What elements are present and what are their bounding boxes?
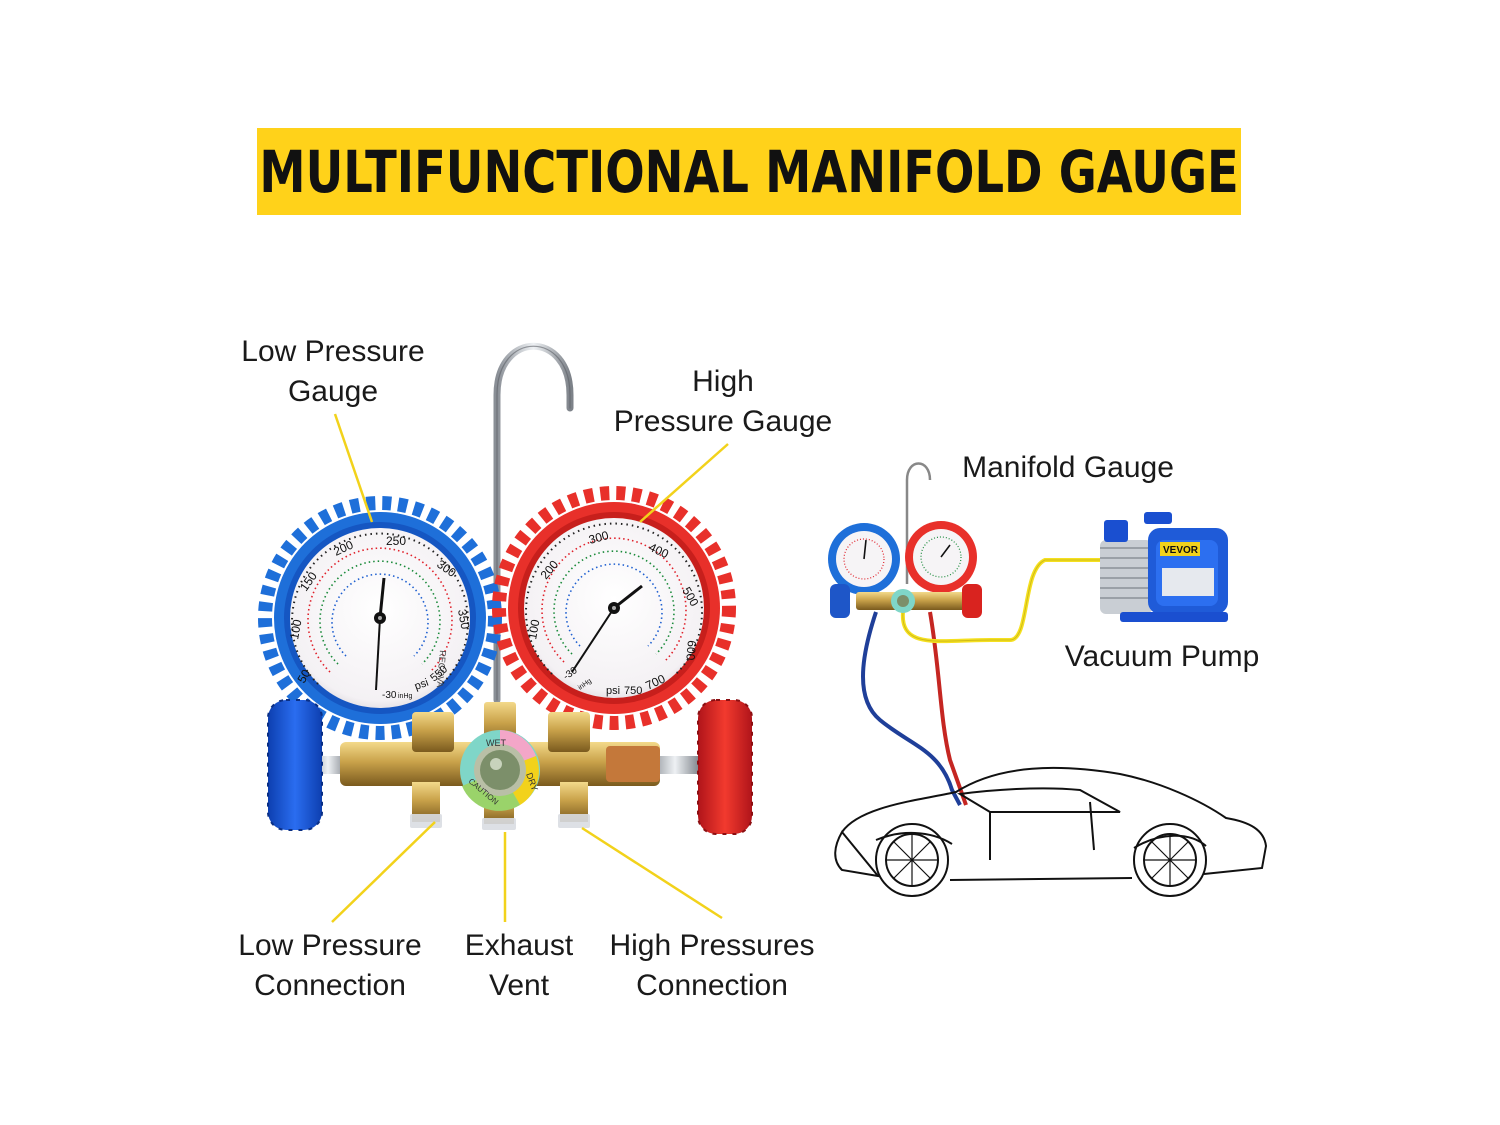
title-banner: MULTIFUNCTIONAL MANIFOLD GAUGE: [257, 128, 1241, 215]
small-manifold-icon: [828, 462, 982, 618]
leader-lines: [331, 413, 729, 923]
main-manifold: 50 100 150 200 250 300 350 RECOVA psi 55…: [258, 342, 753, 835]
low-vacuum: -30: [382, 690, 397, 701]
label-manifold-gauge: Manifold Gauge: [962, 451, 1174, 484]
low-scale-50: 50: [294, 667, 313, 686]
sight-glass: WET DRY CAUTION: [460, 730, 540, 811]
low-pressure-gauge: 50 100 150 200 250 300 350 RECOVA psi 55…: [258, 496, 502, 740]
low-scale-250: 250: [386, 534, 406, 548]
setup-illustration: VEVOR: [828, 462, 1268, 897]
label-exhaust-vent: Exhaust Vent: [464, 929, 574, 1002]
low-side-hose: [861, 611, 962, 806]
high-max: 750: [624, 685, 642, 697]
high-pressure-gauge: 100 200 300 400 500 600 700 psi 750 -30 …: [492, 486, 736, 730]
label-low-pressure-connection: Low Pressure Connection: [238, 929, 422, 1002]
high-scale-100: 100: [525, 618, 542, 640]
page-title: MULTIFUNCTIONAL MANIFOLD GAUGE: [259, 137, 1239, 206]
high-scale-600: 600: [683, 640, 699, 661]
low-needle: [378, 577, 386, 619]
low-side-valve-knob[interactable]: [267, 699, 323, 831]
low-scale-350: 350: [455, 608, 472, 630]
label-high-pressures-connection: High Pressures Connection: [609, 929, 815, 1002]
car-outline-icon: [834, 766, 1268, 897]
vacuum-pump-icon: VEVOR: [1100, 512, 1228, 622]
label-high-pressure-gauge: High Pressure Gauge: [613, 365, 833, 438]
label-low-pressure-gauge: Low Pressure Gauge: [241, 335, 425, 408]
high-side-hose: [928, 611, 968, 806]
low-unit: psi: [413, 677, 430, 693]
high-scale-300: 300: [587, 528, 610, 547]
high-side-valve-knob[interactable]: [697, 699, 753, 835]
low-scale-100: 100: [287, 618, 304, 640]
label-vacuum-pump: Vacuum Pump: [1064, 640, 1260, 673]
high-unit: psi: [606, 685, 620, 697]
pump-brand: VEVOR: [1163, 545, 1199, 556]
sight-wet: WET: [486, 738, 506, 748]
low-vacuum-unit: inHg: [398, 693, 413, 700]
low-brand: RECOVA: [435, 650, 448, 688]
